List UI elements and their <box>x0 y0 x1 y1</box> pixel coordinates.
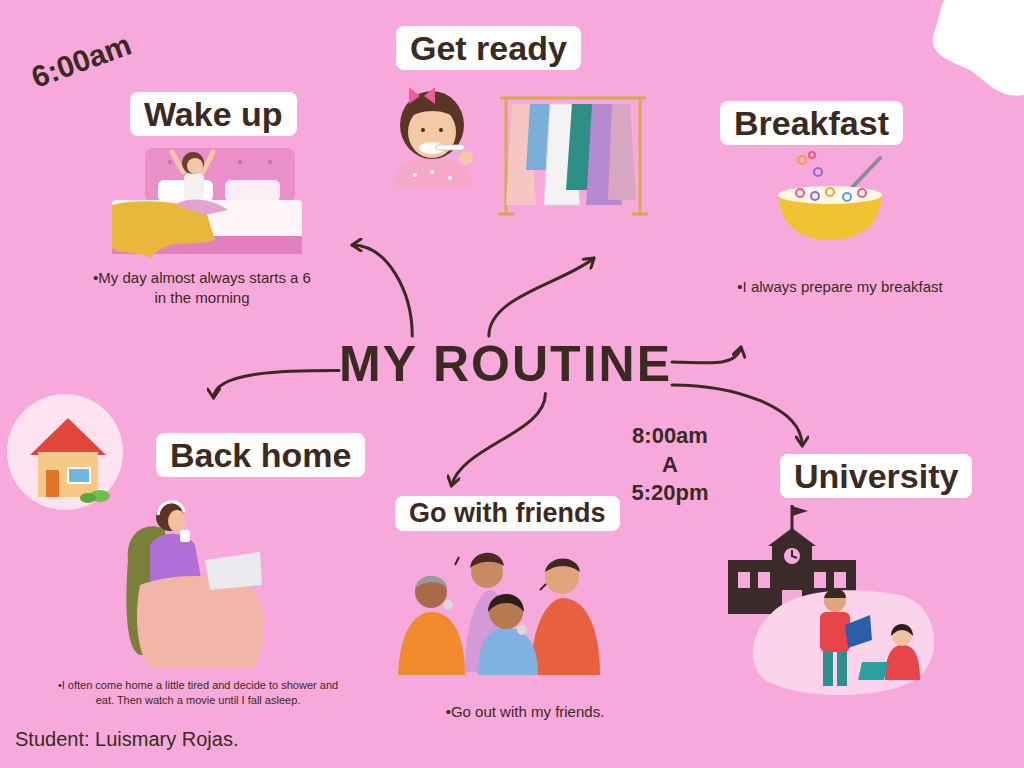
university-illustration <box>728 505 934 695</box>
node-shape <box>364 1 646 256</box>
girl-brushing-illustration <box>395 87 473 186</box>
time-circle: 8:00am A 5:20pm <box>600 398 740 538</box>
friends-illustration <box>398 553 600 675</box>
house-illustration <box>7 394 123 510</box>
step-heading: Back home <box>156 433 365 477</box>
node-shape <box>60 86 345 342</box>
node-shape <box>704 452 988 735</box>
cereal-bowl-illustration <box>778 152 882 240</box>
step-note: •Go out with my friends. <box>385 702 665 722</box>
student-name: Student: Luismary Rojas. <box>15 728 238 751</box>
step-note: •My day almost always starts a 6 in the … <box>92 268 312 309</box>
main-title: MY ROUTINE <box>339 336 672 394</box>
node-shape <box>600 398 740 538</box>
corner-shape <box>933 0 1024 96</box>
woman-resting-illustration <box>126 502 264 668</box>
central-title: MY ROUTINE <box>339 336 672 394</box>
connector-arrow <box>489 258 594 336</box>
connector-arrow <box>352 245 412 336</box>
routine-step-blob: University <box>700 446 992 738</box>
node-shape <box>370 492 679 741</box>
step-note: •I always prepare my breakfast <box>690 277 990 297</box>
clothes-rack-illustration <box>498 98 648 214</box>
connector-arrow <box>672 347 741 363</box>
connector-arrow <box>451 394 545 487</box>
step-heading: Wake up <box>130 92 297 136</box>
step-heading: University <box>780 454 972 498</box>
routine-step-blob: Go with friends •Go out with my friends. <box>365 486 685 744</box>
time-label: 8:00am A 5:20pm <box>622 422 718 508</box>
bed-illustration <box>112 148 302 258</box>
step-heading: Breakfast <box>720 101 903 145</box>
routine-step-blob: Wake up •My day almost always starts a 6 … <box>52 78 352 343</box>
routine-step-blob: Breakfast •I always prepare my breakfast <box>675 95 1005 347</box>
routine-step-blob: Get ready <box>358 0 653 258</box>
step-heading: Get ready <box>396 26 581 70</box>
node-shape <box>680 102 1003 345</box>
connector-arrow <box>214 370 339 398</box>
step-heading: Go with friends <box>395 496 620 531</box>
routine-step-blob: Back home•I often come home a little tir… <box>88 398 380 743</box>
time-label: 6:00am <box>26 25 137 97</box>
step-note: •I often come home a little tired and de… <box>48 678 348 708</box>
